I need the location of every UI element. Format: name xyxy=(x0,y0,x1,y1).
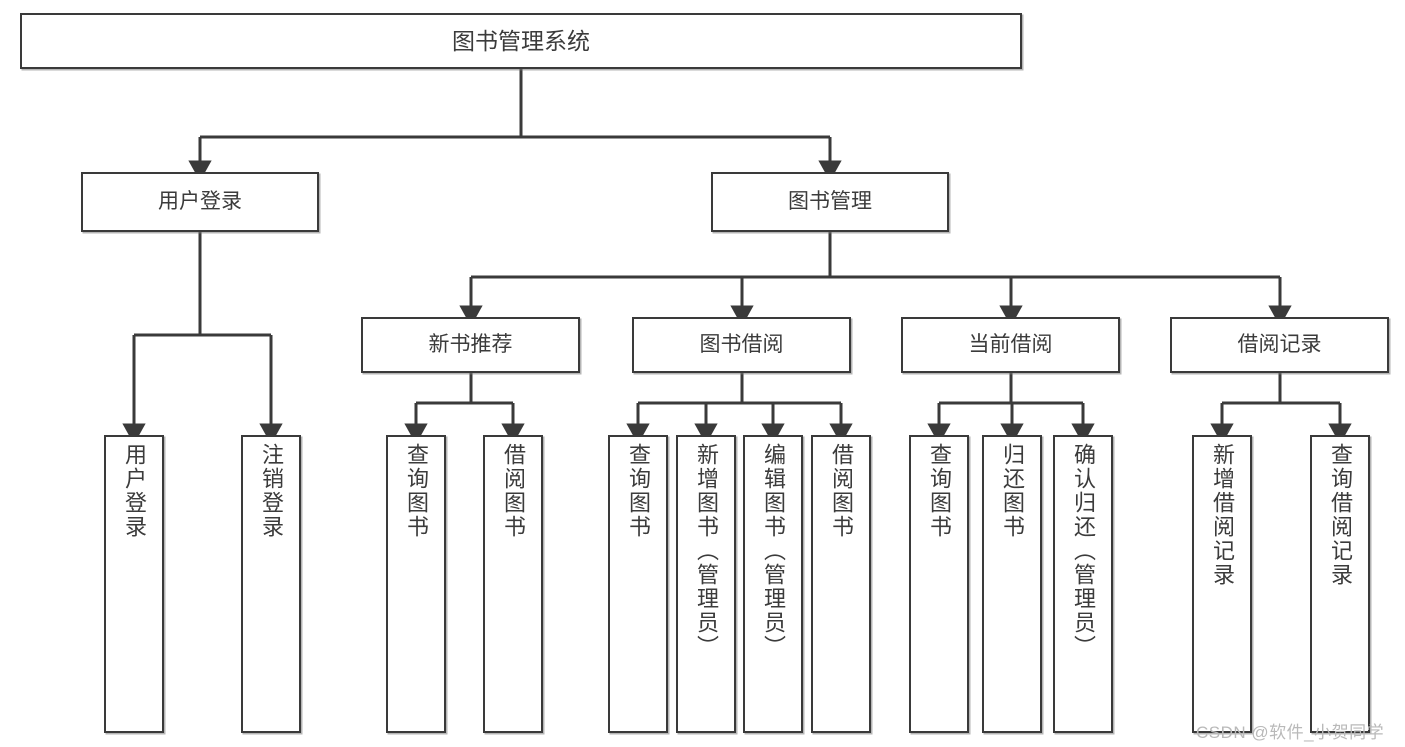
node-newbook[interactable]: 新书推荐 xyxy=(361,317,580,373)
node-records[interactable]: 借阅记录 xyxy=(1170,317,1389,373)
node-label: 借阅图书 xyxy=(501,443,526,539)
node-leaf-user-login[interactable]: 用户登录 xyxy=(104,435,164,733)
node-label: 查询图书 xyxy=(626,443,651,539)
node-label: 查询借阅记录 xyxy=(1328,443,1353,587)
node-leaf-rec-query[interactable]: 查询借阅记录 xyxy=(1310,435,1370,733)
node-label: 借阅图书 xyxy=(829,443,854,539)
node-root[interactable]: 图书管理系统 xyxy=(20,13,1022,69)
node-leaf-bk-edit[interactable]: 编辑图书（管理员） xyxy=(743,435,803,733)
node-leaf-cur-confirm[interactable]: 确认归还（管理员） xyxy=(1053,435,1113,733)
node-label: 图书管理 xyxy=(788,189,872,213)
node-leaf-nb-query[interactable]: 查询图书 xyxy=(386,435,446,733)
node-label: 新增借阅记录 xyxy=(1210,443,1235,587)
node-label: 图书管理系统 xyxy=(452,27,590,54)
node-label: 借阅记录 xyxy=(1237,332,1322,356)
node-label: 查询图书 xyxy=(927,443,952,539)
node-label: 用户登录 xyxy=(122,443,147,539)
node-label: 查询图书 xyxy=(404,443,429,539)
node-leaf-rec-add[interactable]: 新增借阅记录 xyxy=(1192,435,1252,733)
node-borrow[interactable]: 图书借阅 xyxy=(632,317,851,373)
node-label: 编辑图书（管理员） xyxy=(761,443,786,659)
node-label: 归还图书 xyxy=(1000,443,1025,539)
csdn-watermark: CSDN @软件_小贺同学 xyxy=(1196,723,1385,742)
node-label: 注销登录 xyxy=(259,443,284,539)
node-current[interactable]: 当前借阅 xyxy=(901,317,1120,373)
node-login[interactable]: 用户登录 xyxy=(81,172,319,232)
node-leaf-cur-return[interactable]: 归还图书 xyxy=(982,435,1042,733)
node-leaf-bk-query[interactable]: 查询图书 xyxy=(608,435,668,733)
node-label: 新书推荐 xyxy=(428,332,513,356)
node-leaf-bk-borrow[interactable]: 借阅图书 xyxy=(811,435,871,733)
node-leaf-user-logout[interactable]: 注销登录 xyxy=(241,435,301,733)
node-leaf-bk-add[interactable]: 新增图书（管理员） xyxy=(676,435,736,733)
node-label: 当前借阅 xyxy=(968,332,1053,356)
node-label: 新增图书（管理员） xyxy=(694,443,719,659)
node-label: 用户登录 xyxy=(158,189,242,213)
node-leaf-nb-borrow[interactable]: 借阅图书 xyxy=(483,435,543,733)
node-label: 确认归还（管理员） xyxy=(1071,443,1096,659)
node-bookmgmt[interactable]: 图书管理 xyxy=(711,172,949,232)
node-label: 图书借阅 xyxy=(699,332,784,356)
node-leaf-cur-query[interactable]: 查询图书 xyxy=(909,435,969,733)
